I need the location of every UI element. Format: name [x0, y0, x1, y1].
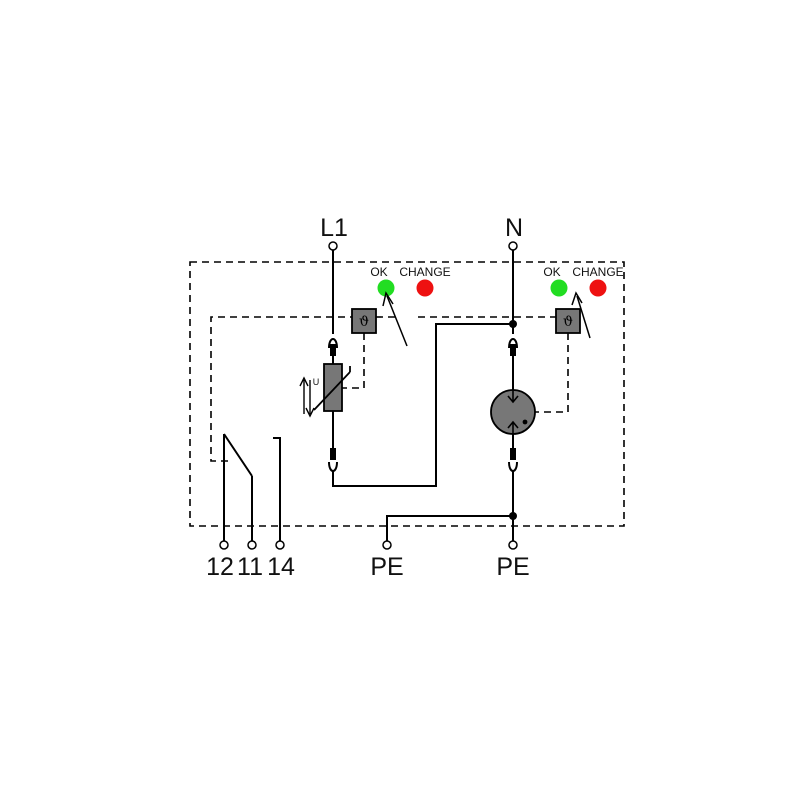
terminal-pe-right	[508, 540, 518, 550]
terminal-label-n: N	[505, 214, 523, 242]
terminal-l1	[328, 241, 338, 251]
ok-indicator-right	[550, 279, 568, 297]
terminal-n	[508, 241, 518, 251]
indicator-arrow-right-icon	[571, 291, 591, 339]
terminal-label-l1: L1	[320, 214, 348, 242]
terminal-label-pe-left: PE	[370, 553, 403, 581]
thermal-symbol-right: ϑ	[563, 314, 573, 330]
indicator-arrow-left-icon	[382, 291, 408, 347]
junction-n	[509, 320, 517, 328]
terminal-pe-left	[382, 540, 392, 550]
voltage-arrows-icon	[299, 376, 315, 418]
varistor-slash	[313, 371, 351, 411]
thermal-disconnect-right	[555, 308, 581, 334]
change-indicator-right	[589, 279, 607, 297]
mechanical-linkage	[210, 316, 569, 462]
indicator-change-label-left: CHANGE	[399, 265, 450, 279]
varistor	[323, 363, 343, 412]
remote-signal-contact	[223, 433, 281, 541]
terminal-11	[247, 540, 257, 550]
indicator-ok-label-right: OK	[543, 265, 560, 279]
terminal-14	[275, 540, 285, 550]
l1-circuit: U	[299, 250, 513, 487]
terminal-label-11: 11	[237, 553, 263, 581]
terminal-label-14: 14	[267, 553, 295, 581]
ok-indicator-left	[377, 279, 395, 297]
device-enclosure	[189, 261, 625, 527]
terminal-12	[219, 540, 229, 550]
indicator-change-label-right: CHANGE	[572, 265, 623, 279]
varistor-label: U	[313, 377, 320, 387]
indicator-ok-label-left: OK	[370, 265, 387, 279]
change-indicator-left	[416, 279, 434, 297]
thermal-symbol-left: ϑ	[359, 314, 369, 330]
thermal-disconnect-left	[351, 308, 377, 334]
n-circuit	[386, 250, 536, 541]
terminal-label-12: 12	[206, 553, 234, 581]
terminal-label-pe-right: PE	[496, 553, 529, 581]
